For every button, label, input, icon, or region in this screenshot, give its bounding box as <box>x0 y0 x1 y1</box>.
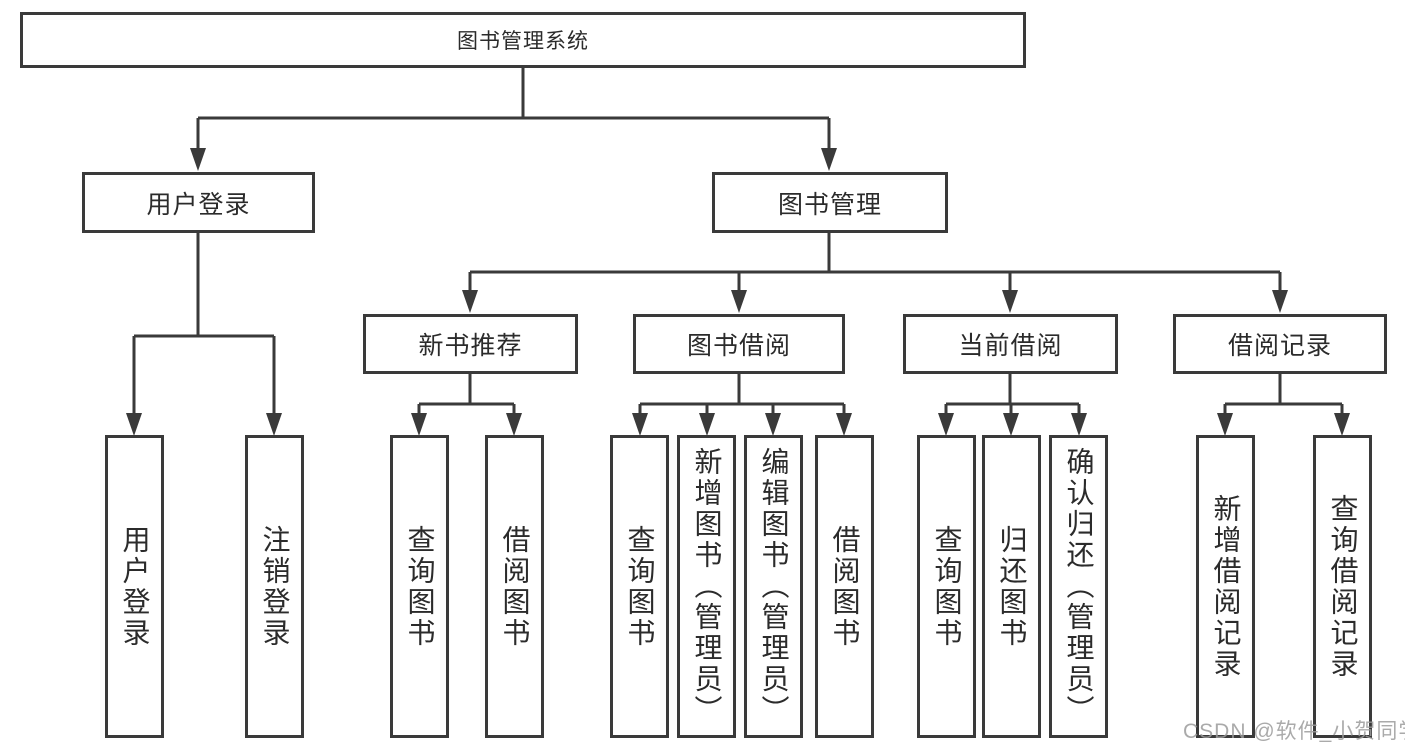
csdn-watermark: CSDN @软件_小贺同学 <box>1183 720 1405 743</box>
node-current-borrow: 当前借阅 <box>903 314 1118 374</box>
node-root-system: 图书管理系统 <box>20 12 1026 68</box>
leaf-return-books: 归还图书 <box>982 435 1041 738</box>
leaf-confirm-return-admin: 确认归还（管理员） <box>1049 435 1108 738</box>
node-book-borrow: 图书借阅 <box>633 314 845 374</box>
node-label: 用户登录 <box>146 190 251 219</box>
leaf-query-borrow-record: 查询借阅记录 <box>1313 435 1372 738</box>
node-label: 注销登录 <box>259 524 291 649</box>
node-label: 借阅图书 <box>499 524 531 649</box>
node-label: 编辑图书（管理员） <box>758 447 790 726</box>
node-label: 用户登录 <box>119 524 151 649</box>
leaf-query-books: 查询图书 <box>917 435 976 738</box>
node-label: 借阅图书 <box>829 524 861 649</box>
node-label: 查询图书 <box>931 524 963 649</box>
node-new-book-recommend: 新书推荐 <box>363 314 578 374</box>
node-label: 查询图书 <box>624 524 656 649</box>
node-label: 新增借阅记录 <box>1210 493 1242 680</box>
node-label: 查询借阅记录 <box>1327 493 1359 680</box>
leaf-edit-books-admin: 编辑图书（管理员） <box>744 435 803 738</box>
node-borrow-records: 借阅记录 <box>1173 314 1387 374</box>
node-label: 当前借阅 <box>958 332 1063 360</box>
leaf-add-books-admin: 新增图书（管理员） <box>677 435 736 738</box>
node-label: 借阅记录 <box>1227 332 1332 360</box>
node-user-login: 用户登录 <box>82 172 315 233</box>
leaf-query-books: 查询图书 <box>610 435 669 738</box>
leaf-add-borrow-record: 新增借阅记录 <box>1196 435 1255 738</box>
node-book-management: 图书管理 <box>712 172 948 233</box>
leaf-user-login: 用户登录 <box>105 435 164 738</box>
leaf-logout: 注销登录 <box>245 435 304 738</box>
node-label: 新书推荐 <box>418 332 523 360</box>
node-label: 归还图书 <box>996 524 1028 649</box>
node-label: 图书借阅 <box>686 332 791 360</box>
node-label: 图书管理系统 <box>457 30 589 53</box>
node-label: 查询图书 <box>404 524 436 649</box>
node-label: 新增图书（管理员） <box>691 447 723 726</box>
leaf-query-books: 查询图书 <box>390 435 449 738</box>
node-label: 图书管理 <box>777 190 882 219</box>
leaf-borrow-books: 借阅图书 <box>815 435 874 738</box>
node-label: 确认归还（管理员） <box>1063 447 1095 726</box>
leaf-borrow-books: 借阅图书 <box>485 435 544 738</box>
